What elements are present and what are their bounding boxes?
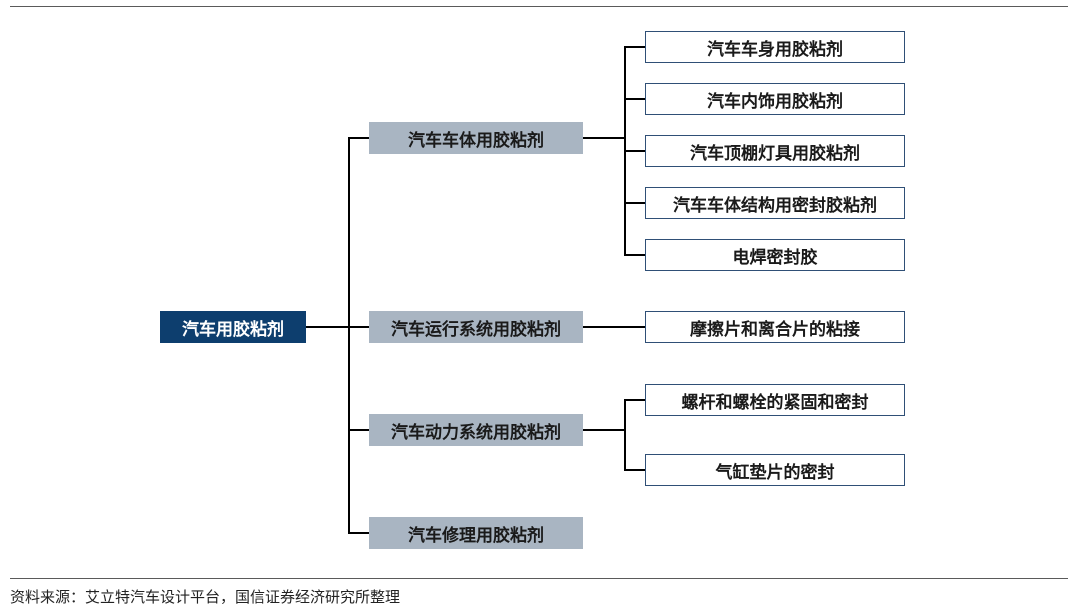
connector-to-leaf-1-2 [624,98,645,100]
leaf-node-interior: 汽车内饰用胶粘剂 [645,83,905,115]
leaf-node-bolt-fastening: 螺杆和螺栓的紧固和密封 [645,384,905,416]
leaf-node-car-body: 汽车车身用胶粘剂 [645,31,905,63]
connector-root-to-trunk [306,326,349,328]
connector-trunk-to-category-3 [348,429,369,431]
category-node-body: 汽车车体用胶粘剂 [369,122,583,154]
leaf-node-friction-clutch: 摩擦片和离合片的粘接 [645,311,905,343]
connector-category-3-trunk [624,399,626,471]
source-note: 资料来源：艾立特汽车设计平台，国信证券经济研究所整理 [10,588,401,606]
connector-to-leaf-1-3 [624,150,645,152]
root-node: 汽车用胶粘剂 [160,311,306,343]
leaf-node-weld-sealant: 电焊密封胶 [645,239,905,271]
bottom-divider [10,578,1068,579]
connector-trunk-to-category-2 [348,326,369,328]
category-node-running-system: 汽车运行系统用胶粘剂 [369,311,583,343]
connector-category-2-to-leaf [583,326,645,328]
leaf-node-cylinder-gasket: 气缸垫片的密封 [645,454,905,486]
connector-trunk-to-category-4 [348,532,369,534]
connector-to-leaf-3-1 [624,399,645,401]
connector-to-leaf-1-1 [624,46,645,48]
category-node-power-system: 汽车动力系统用胶粘剂 [369,414,583,446]
category-node-repair: 汽车修理用胶粘剂 [369,517,583,549]
connector-trunk-to-category-1 [348,137,369,139]
leaf-node-headliner-lamps: 汽车顶棚灯具用胶粘剂 [645,135,905,167]
connector-main-trunk [348,137,350,534]
leaf-node-structural-sealant: 汽车车体结构用密封胶粘剂 [645,187,905,219]
connector-to-leaf-1-4 [624,202,645,204]
connector-category-1-out [583,137,625,139]
top-divider [10,6,1068,7]
connector-category-3-out [583,429,625,431]
connector-to-leaf-3-2 [624,469,645,471]
connector-to-leaf-1-5 [624,254,645,256]
